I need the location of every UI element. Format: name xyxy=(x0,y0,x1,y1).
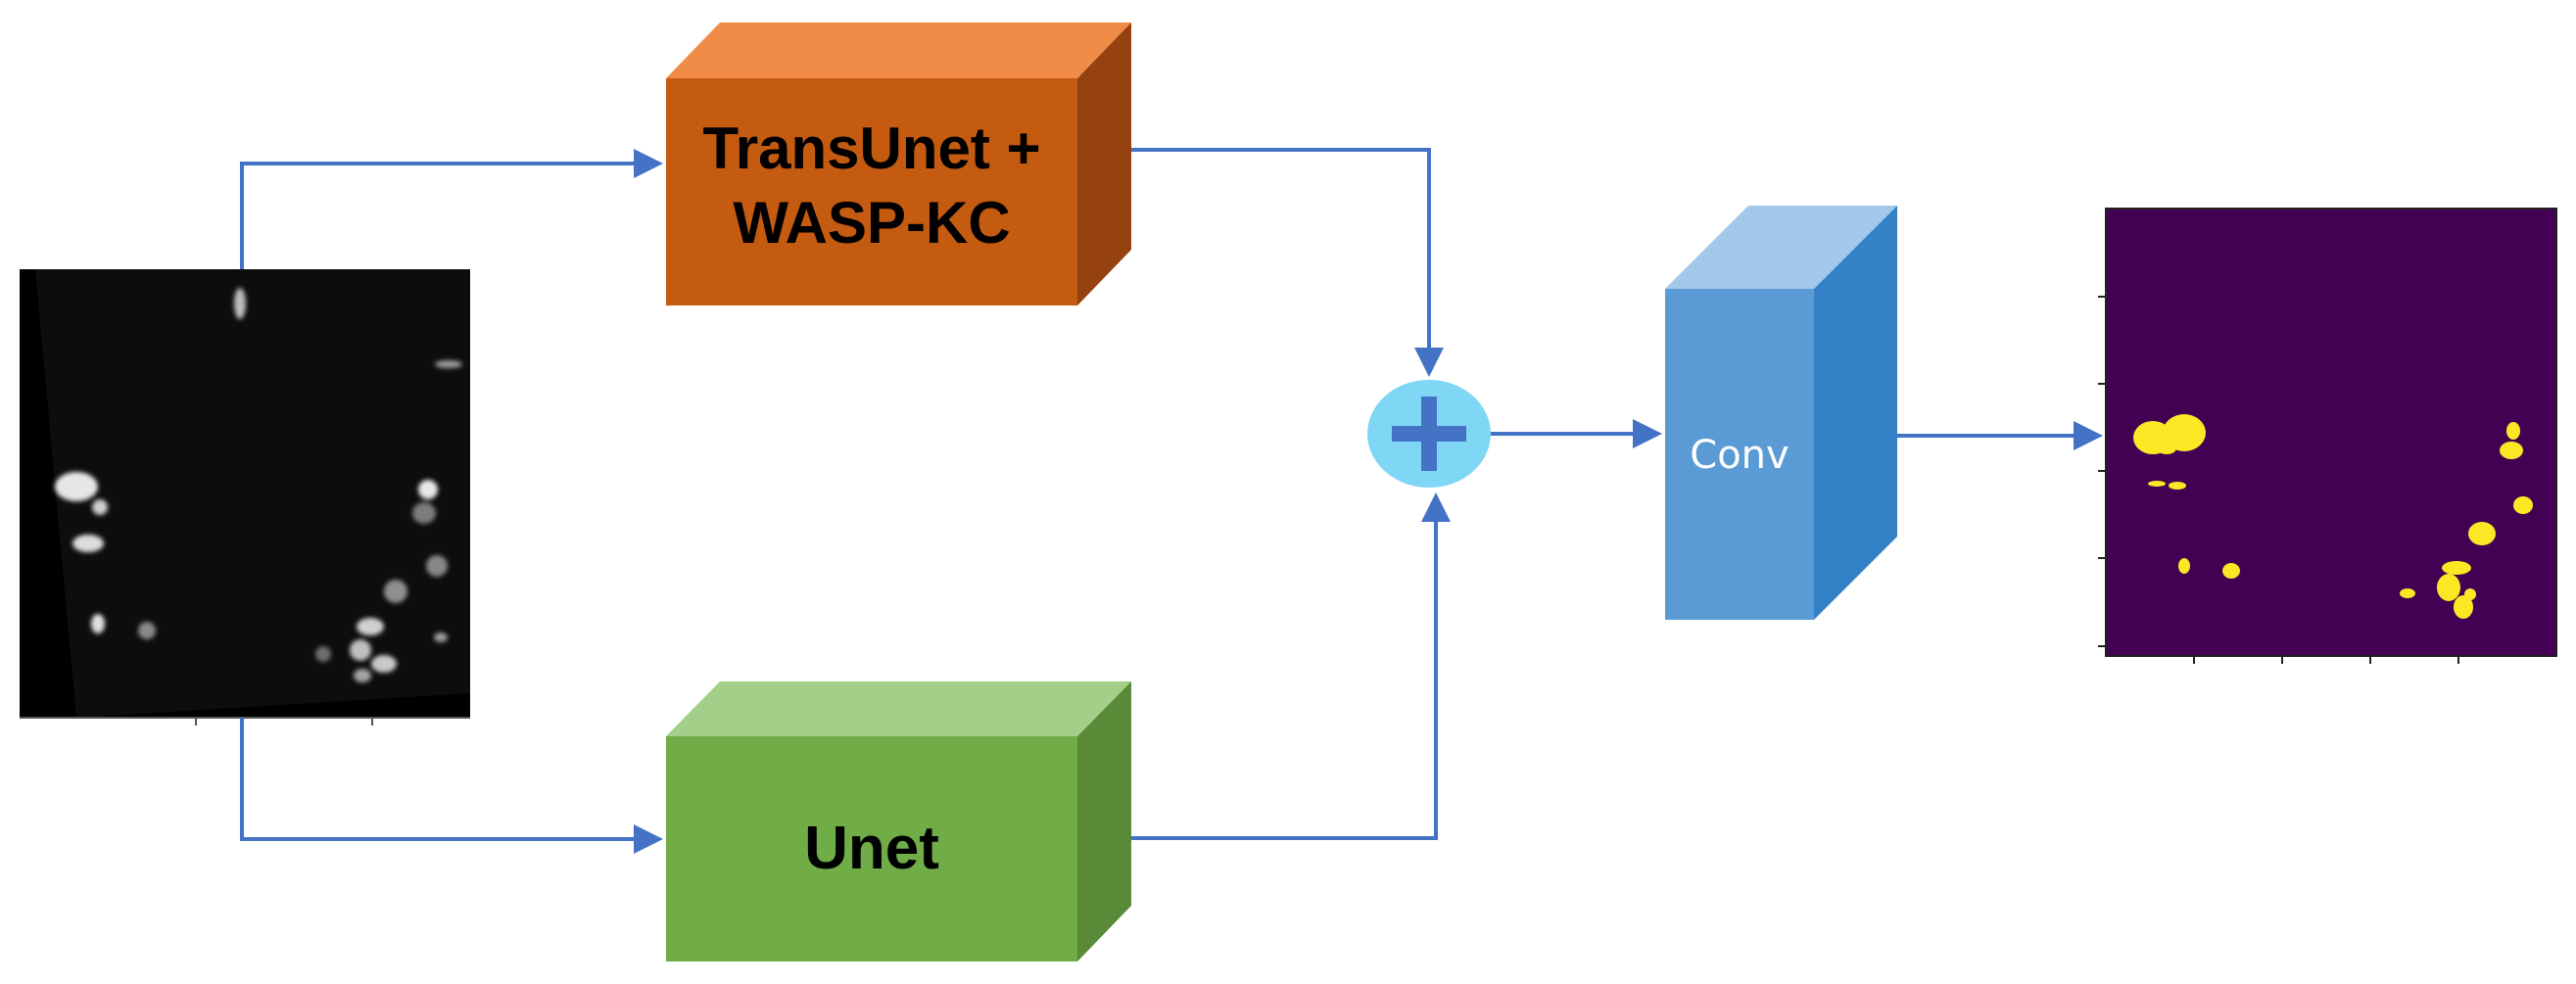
conv-block-side xyxy=(1814,206,1897,620)
conv-block-front xyxy=(1665,289,1814,620)
output-mask-image xyxy=(2098,208,2557,664)
conv-block: Conv xyxy=(1665,206,1897,620)
unet-block-front xyxy=(666,736,1077,961)
input-cells xyxy=(55,288,462,682)
output-mask-ticks xyxy=(2098,296,2459,664)
arrow-input-to-unet xyxy=(240,718,663,854)
transunet-block-side xyxy=(1077,23,1131,305)
input-image-ticks xyxy=(20,717,470,726)
unet-label: Unet xyxy=(804,815,939,882)
arrow-unet-to-add xyxy=(1131,492,1451,840)
conv-label: Conv xyxy=(1690,433,1789,478)
transunet-block-top xyxy=(666,23,1131,78)
output-mask-blobs xyxy=(2133,414,2533,619)
conv-block-top xyxy=(1665,206,1897,289)
plus-icon xyxy=(1392,397,1466,471)
arrow-input-to-transunet xyxy=(240,149,663,269)
unet-block-top xyxy=(666,681,1131,736)
input-image xyxy=(20,269,470,726)
unet-block: Unet xyxy=(666,681,1131,961)
transunet-label-line1: TransUnet + xyxy=(702,116,1040,181)
transunet-block-front xyxy=(666,78,1077,305)
add-operator xyxy=(1367,380,1491,488)
connection-arrows xyxy=(240,148,2103,854)
arrow-transunet-to-add xyxy=(1131,148,1444,377)
transunet-label-line2: WASP-KC xyxy=(733,190,1010,256)
input-image-rotation-border xyxy=(20,269,76,718)
transunet-wasp-kc-block: TransUnet + WASP-KC xyxy=(666,23,1131,305)
unet-block-side xyxy=(1077,681,1131,961)
